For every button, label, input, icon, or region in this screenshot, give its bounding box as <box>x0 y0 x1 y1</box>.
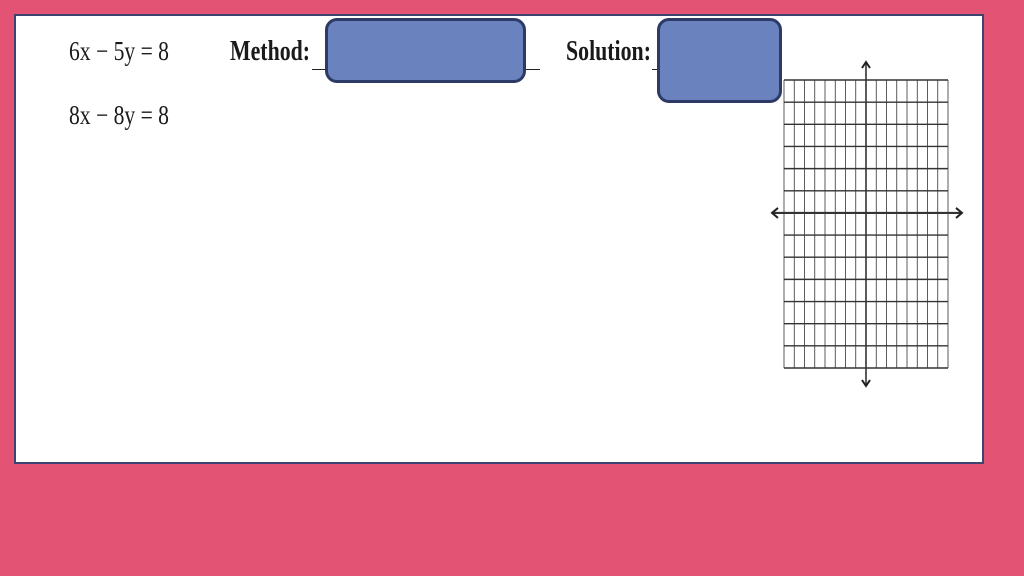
arrow-left-icon <box>770 207 779 219</box>
grid-axes <box>770 60 964 388</box>
arrow-up-icon <box>861 60 871 69</box>
equation-1: 6x − 5y = 8 <box>69 36 169 66</box>
equation-2: 8x − 8y = 8 <box>69 100 169 130</box>
worksheet-card: 6x − 5y = 8 8x − 8y = 8 Method: Solution… <box>14 14 984 464</box>
coordinate-grid <box>770 60 964 388</box>
arrow-right-icon <box>955 207 964 219</box>
solution-label: Solution: <box>566 36 651 67</box>
arrow-down-icon <box>861 379 871 388</box>
method-label: Method: <box>230 36 311 67</box>
method-answer-box[interactable] <box>325 18 526 83</box>
solution-answer-box[interactable] <box>657 18 782 103</box>
